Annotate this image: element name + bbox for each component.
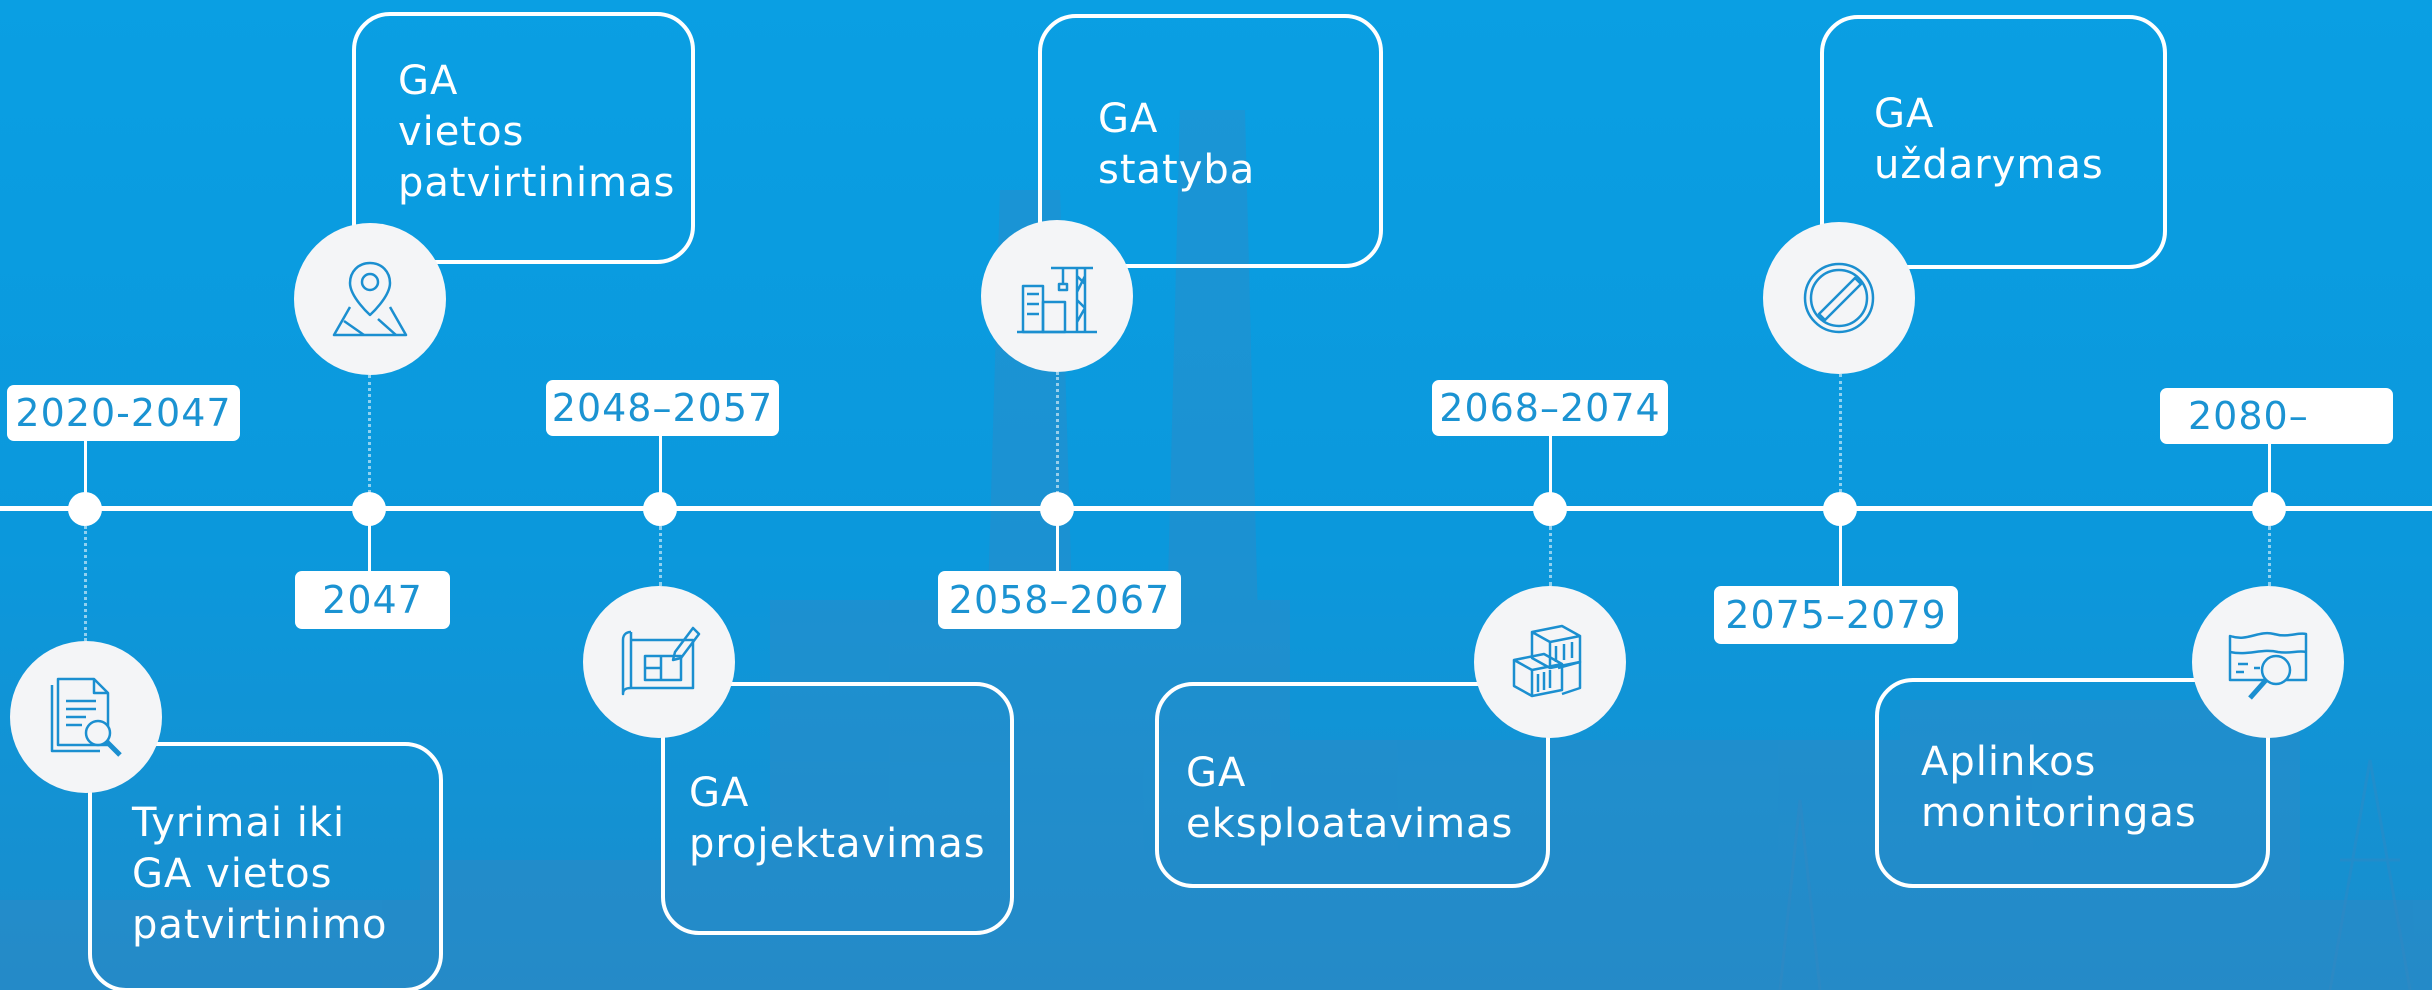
period-label: 2058–2067 <box>938 571 1181 629</box>
label-connector <box>1839 511 1842 586</box>
phase-icon-circle <box>2192 586 2344 738</box>
phase-icon-circle <box>294 223 446 375</box>
phase-box: GA projektavimas <box>661 682 1014 935</box>
milestone-dot <box>2252 492 2286 526</box>
ground-inspection-icon <box>2228 631 2308 700</box>
label-connector <box>659 436 662 511</box>
period-label: 2047 <box>295 571 450 629</box>
dotted-connector <box>1056 372 1059 511</box>
containers-icon <box>1512 624 1582 698</box>
phase-title-line: patvirtinimas <box>398 160 676 206</box>
closure-sign-icon <box>1803 262 1875 334</box>
map-pin-icon <box>332 261 408 337</box>
phase-icon-circle <box>1763 222 1915 374</box>
dotted-connector <box>1839 374 1842 511</box>
construction-crane-icon <box>1017 266 1097 334</box>
phase-icon-circle <box>1474 586 1626 738</box>
period-label: 2048–2057 <box>546 380 779 436</box>
period-label: 2080– <box>2160 388 2393 444</box>
phase-title-line: GA <box>1098 96 1159 142</box>
milestone-dot <box>643 492 677 526</box>
phase-title-line: GA <box>1874 91 1935 137</box>
dotted-connector <box>2268 526 2271 586</box>
dotted-connector <box>368 375 371 511</box>
phase-title-line: GA <box>689 770 750 816</box>
phase-title-line: eksploatavimas <box>1186 801 1514 847</box>
period-label: 2075–2079 <box>1714 586 1958 644</box>
label-connector <box>1056 511 1059 571</box>
phase-box: Tyrimai iki GA vietos patvirtinimo <box>88 742 443 990</box>
phase-title-line: patvirtinimo <box>132 902 388 948</box>
dotted-connector <box>659 526 662 586</box>
phase-icon-circle <box>981 220 1133 372</box>
phase-icon-circle <box>583 586 735 738</box>
timeline-axis <box>0 506 2432 511</box>
phase-title-line: GA <box>1186 750 1247 796</box>
phase-title-line: uždarymas <box>1874 142 2104 188</box>
phase-title-line: projektavimas <box>689 821 986 867</box>
milestone-dot <box>1040 492 1074 526</box>
milestone-dot <box>1823 492 1857 526</box>
phase-box: Aplinkos monitoringas <box>1875 678 2270 888</box>
phase-title-line: GA vietos <box>132 851 333 897</box>
label-connector <box>2268 444 2271 511</box>
phase-box: GA statyba <box>1038 14 1383 268</box>
blueprint-icon <box>621 626 701 696</box>
period-label: 2020-2047 <box>7 385 240 441</box>
phase-title-line: statyba <box>1098 147 1256 193</box>
label-connector <box>1549 436 1552 511</box>
phase-box: GA eksploatavimas <box>1155 682 1550 888</box>
label-connector <box>84 441 87 511</box>
milestone-dot <box>68 492 102 526</box>
label-connector <box>368 511 371 571</box>
document-search-icon <box>50 677 122 757</box>
phase-title-line: vietos <box>398 109 525 155</box>
phase-title-line: GA <box>398 58 459 104</box>
phase-box: GA vietos patvirtinimas <box>352 12 695 264</box>
milestone-dot <box>1533 492 1567 526</box>
phase-title-line: Aplinkos <box>1921 739 2097 785</box>
phase-title-line: Tyrimai iki <box>132 800 346 846</box>
dotted-connector <box>1549 526 1552 586</box>
dotted-connector <box>84 526 87 641</box>
phase-title-line: monitoringas <box>1921 790 2197 836</box>
phase-box: GA uždarymas <box>1820 15 2167 269</box>
milestone-dot <box>352 492 386 526</box>
phase-icon-circle <box>10 641 162 793</box>
period-label: 2068–2074 <box>1432 380 1668 436</box>
